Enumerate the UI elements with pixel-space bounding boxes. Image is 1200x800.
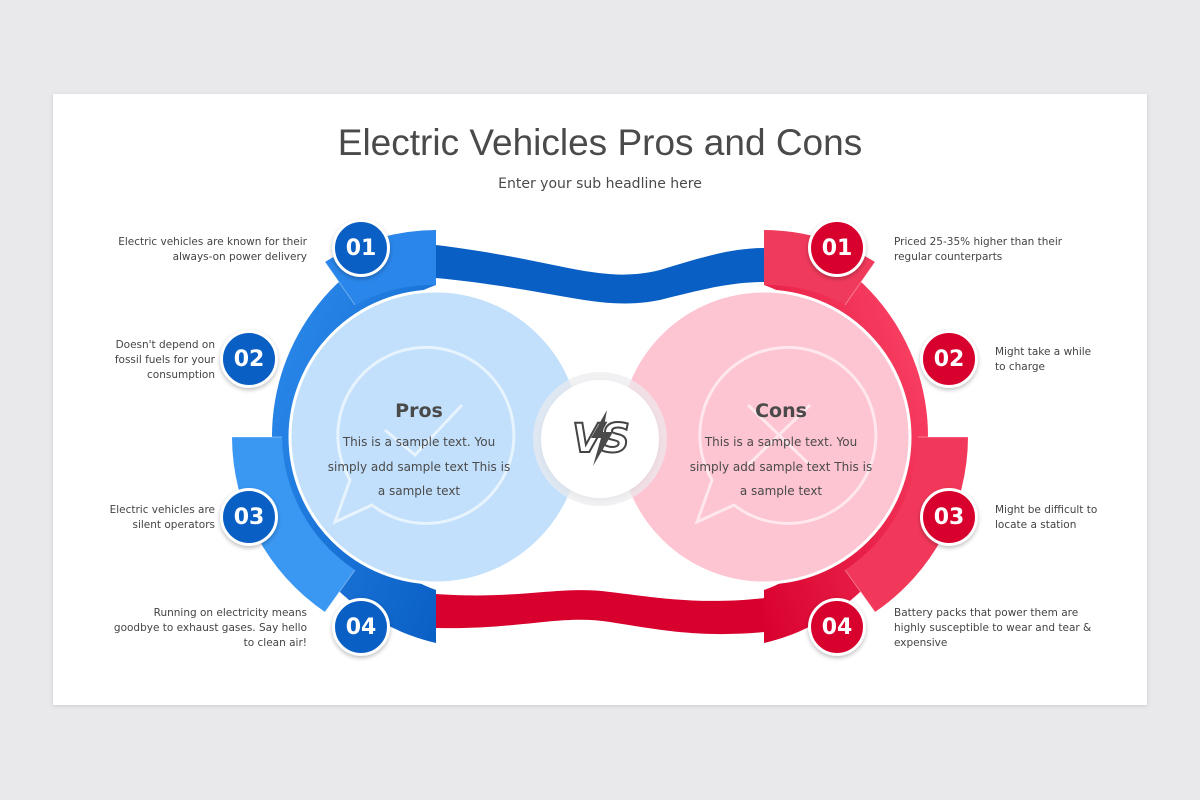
- cons-item-04-text: Battery packs that power them are highly…: [894, 607, 1092, 649]
- cons-heading: Cons: [755, 400, 807, 422]
- cons-badge-02: 02: [920, 330, 978, 388]
- cons-badge-01: 01: [808, 219, 866, 277]
- pros-heading: Pros: [395, 400, 443, 422]
- pros-badge-02: 02: [220, 330, 278, 388]
- pros-item-03-text: Electric vehicles are silent operators: [109, 504, 215, 531]
- pros-watermark-check-icon: [332, 345, 516, 525]
- cons-item-01-text: Priced 25-35% higher than their regular …: [894, 236, 1063, 263]
- pros-badge-03: 03: [220, 488, 278, 546]
- pros-item-01-text: Electric vehicles are known for their al…: [118, 236, 307, 263]
- vs-badge: VS: [541, 380, 659, 498]
- cons-badge-04: 04: [808, 598, 866, 656]
- cons-item-02-text: Might take a while to charge: [995, 346, 1092, 373]
- cons-item-03-text: Might be difficult to locate a station: [995, 504, 1098, 531]
- pros-badge-01: 01: [332, 219, 390, 277]
- page-title: Electric Vehicles Pros and Cons: [337, 122, 863, 163]
- page-subtitle: Enter your sub headline here: [498, 176, 702, 192]
- cons-body: This is a sample text. You simply add sa…: [689, 435, 873, 498]
- pros-item-04-text: Running on electricity means goodbye to …: [113, 607, 307, 649]
- cons-watermark-x-icon: [694, 345, 878, 525]
- lightning-icon: [591, 410, 613, 466]
- bottom-connector-band: [436, 590, 765, 635]
- top-connector-band: [436, 245, 765, 304]
- pros-body: This is a sample text. You simply add sa…: [327, 435, 511, 498]
- pros-item-02-text: Doesn't depend on fossil fuels for your …: [114, 339, 215, 381]
- pros-badge-04: 04: [332, 598, 390, 656]
- cons-badge-03: 03: [920, 488, 978, 546]
